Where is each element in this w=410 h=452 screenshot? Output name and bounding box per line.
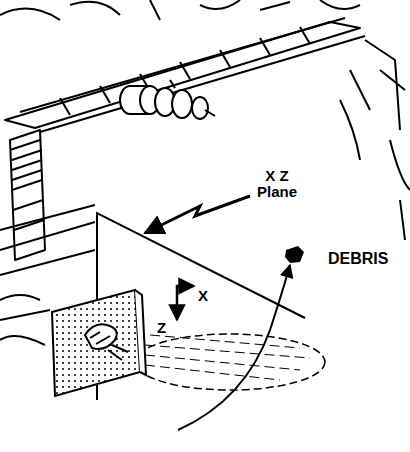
spray-cone bbox=[135, 334, 325, 390]
structure bbox=[0, 0, 410, 345]
spray-lines bbox=[145, 335, 310, 380]
debris-fragment bbox=[285, 246, 304, 263]
panel-edge bbox=[135, 290, 146, 375]
trajectory-arrow bbox=[178, 265, 290, 430]
axis-label: X bbox=[198, 288, 218, 304]
debris-label: DEBRIS bbox=[328, 251, 408, 268]
z-axis bbox=[176, 296, 179, 320]
plane-label: X Z Plane bbox=[252, 168, 302, 200]
target-panel bbox=[52, 290, 140, 396]
axis-label: Z bbox=[157, 320, 177, 336]
impact-splash bbox=[85, 324, 128, 360]
x-axis bbox=[177, 286, 194, 296]
pointer-arrow bbox=[145, 196, 250, 233]
